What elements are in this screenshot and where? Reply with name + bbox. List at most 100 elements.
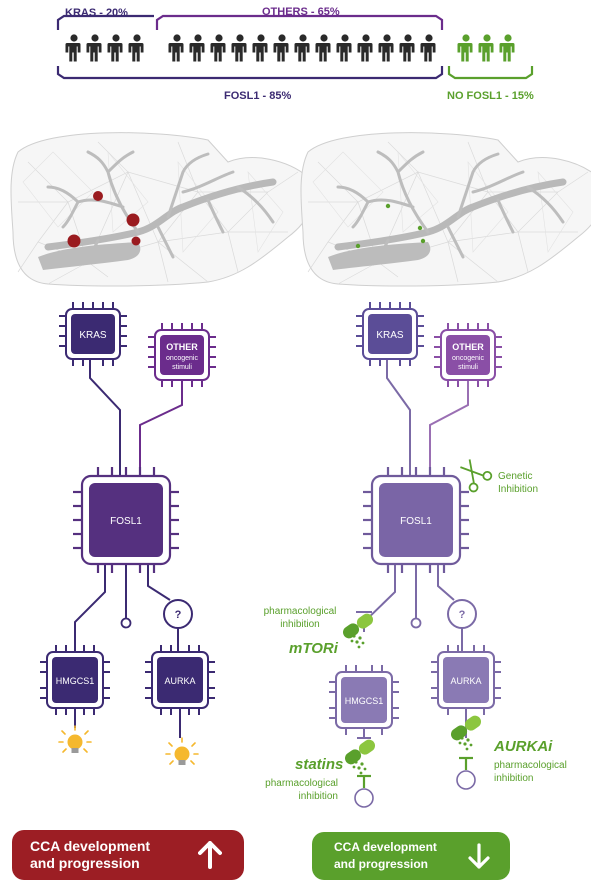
hmgcs1-chip-label: HMGCS1	[345, 696, 384, 706]
genetic-inhibition-line2: Inhibition	[498, 484, 538, 495]
person-icon	[107, 34, 123, 62]
person-icon	[252, 34, 268, 62]
other-chip-sub1: oncogenic	[166, 355, 198, 362]
kras-to-fosl1-wire	[89, 360, 121, 476]
person-icon	[168, 34, 184, 62]
pharm-inhibition-statins-line2: inhibition	[299, 791, 338, 802]
lightbulb-icon	[58, 725, 92, 754]
statins-label: statins	[295, 756, 343, 773]
unknown-mediator	[447, 599, 477, 629]
capsule-icon	[342, 737, 378, 775]
no-fosl1-people	[457, 34, 515, 62]
fosl1-percent-label: FOSL1 - 85%	[224, 90, 291, 102]
unknown-mediator	[163, 599, 193, 629]
pharm-inhibition-aurka-line2: inhibition	[494, 773, 533, 784]
mtori-label: mTORi	[289, 640, 339, 657]
healthy-dot	[417, 225, 423, 231]
person-icon	[231, 34, 247, 62]
tumor-dot	[126, 213, 140, 227]
kras-chip-label: KRAS	[376, 330, 404, 341]
outcome-line2: and progression	[30, 855, 140, 871]
kras-chip-label: KRAS	[79, 330, 107, 341]
person-icon	[457, 34, 473, 62]
fosl1-chip-label: FOSL1	[400, 516, 432, 527]
other-chip-sub2: stimuli	[458, 364, 478, 371]
hmgcs1-chip-label: HMGCS1	[56, 676, 95, 686]
aurka-chip-label: AURKA	[164, 676, 195, 686]
kras-chip	[59, 302, 127, 366]
blocked-output-icon	[354, 774, 374, 808]
cca-decrease-outcome: CCA development and progression	[312, 832, 510, 880]
tumor-dot	[67, 234, 81, 248]
unknown-mediator-label: ?	[459, 609, 466, 621]
tumor-dot	[93, 191, 103, 201]
hmgcs1-chip	[329, 665, 399, 735]
other-chip-title: OTHER	[166, 342, 198, 352]
genetic-inhibition-line1: Genetic	[498, 471, 532, 482]
other-chip-sub1: oncogenic	[452, 355, 484, 362]
scissors-icon	[460, 459, 493, 493]
fosl1-chip	[73, 467, 179, 573]
dead-end-terminal	[410, 617, 422, 629]
pharm-inhibition-aurka-line1: pharmacological	[494, 760, 567, 771]
person-icon	[294, 34, 310, 62]
arrow-up-icon	[198, 830, 222, 880]
person-icon	[65, 34, 81, 62]
outcome-line1: CCA development	[30, 838, 151, 854]
blocked-output-icon	[456, 756, 476, 790]
healthy-dot	[385, 203, 391, 209]
kras-percent-label: KRAS - 20%	[65, 7, 128, 19]
person-icon	[210, 34, 226, 62]
person-icon	[189, 34, 205, 62]
fosl1-to-question-wire	[147, 564, 171, 601]
no-fosl1-percent-label: NO FOSL1 - 15%	[447, 90, 534, 102]
pharm-inhibition-top-line1: pharmacological	[264, 606, 337, 617]
right-pathway: KRAS OTHER oncogenic stimuli	[264, 302, 567, 808]
person-icon	[273, 34, 289, 62]
kras-to-fosl1-wire	[386, 360, 411, 476]
pharm-inhibition-statins-line1: pharmacological	[265, 778, 338, 789]
person-icon	[336, 34, 352, 62]
kras-bracket	[56, 14, 154, 30]
capsule-icon	[340, 611, 376, 649]
aurkai-label: AURKAi	[493, 738, 553, 755]
aurka-chip-label: AURKA	[450, 676, 481, 686]
other-chip	[148, 323, 216, 387]
dead-end-terminal	[120, 617, 132, 629]
left-pathway: KRAS OTHER oncogenic stimuli	[40, 302, 216, 766]
aurka-chip	[431, 645, 501, 715]
healthy-dot	[355, 243, 361, 249]
liver-right	[301, 133, 591, 286]
person-icon	[378, 34, 394, 62]
person-icon	[128, 34, 144, 62]
person-icon	[399, 34, 415, 62]
arrow-down-icon	[468, 832, 490, 880]
other-chip-sub2: stimuli	[172, 364, 192, 371]
kras-chip	[356, 302, 424, 366]
fosl1-chip	[363, 467, 469, 573]
pharm-inhibition-top-line2: inhibition	[280, 619, 319, 630]
hmgcs1-chip	[40, 645, 110, 715]
fosl1-to-question-wire	[437, 564, 455, 601]
healthy-dot	[420, 238, 426, 244]
person-icon	[499, 34, 515, 62]
other-to-fosl1-wire	[429, 378, 469, 476]
unknown-mediator-label: ?	[175, 609, 182, 621]
person-icon	[86, 34, 102, 62]
aurka-chip	[145, 645, 215, 715]
kras-people	[65, 34, 144, 62]
other-chip	[434, 323, 502, 387]
person-icon	[420, 34, 436, 62]
outcome-line2: and progression	[334, 857, 429, 871]
cca-increase-outcome: CCA development and progression	[12, 830, 244, 880]
liver-left	[11, 133, 314, 286]
header: KRAS - 20% OTHERS - 65%	[56, 6, 534, 102]
fosl1-bracket	[56, 66, 444, 80]
outcome-line1: CCA development	[334, 840, 437, 854]
fosl1-to-hmgcs1-wire	[74, 564, 106, 652]
person-icon	[357, 34, 373, 62]
tumor-dot	[131, 236, 141, 246]
person-icon	[315, 34, 331, 62]
